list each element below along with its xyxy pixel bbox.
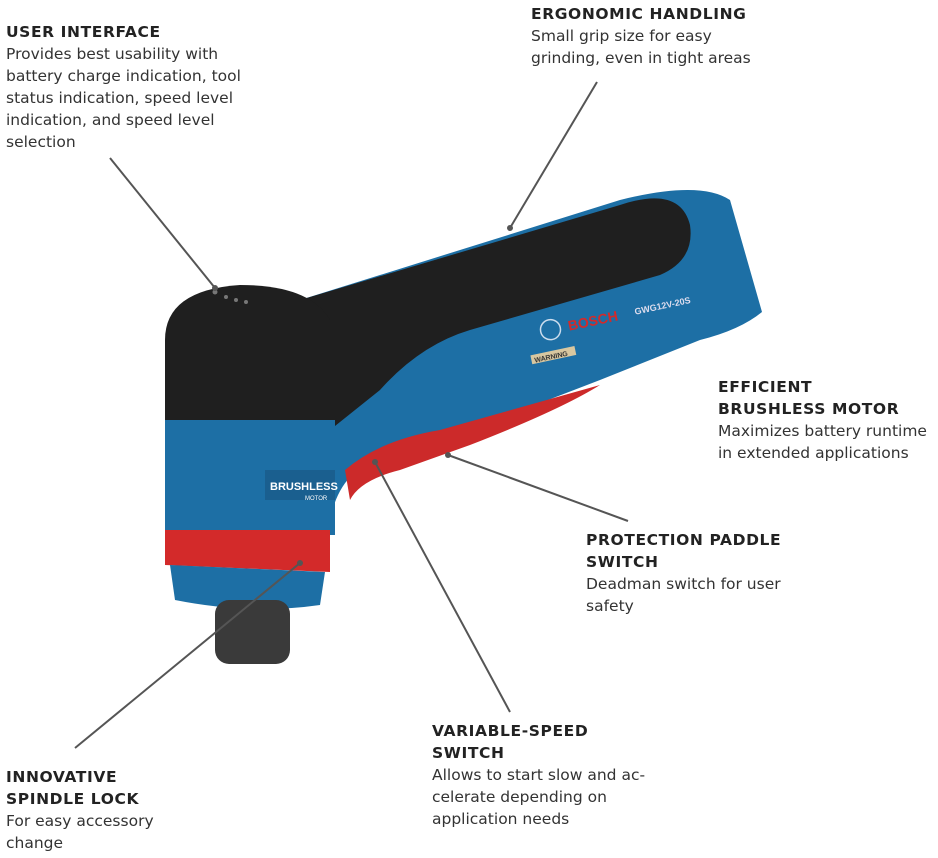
leader-ergonomic: [509, 81, 598, 229]
callout-paddle: PROTECTION PADDLE SWITCH Deadman switch …: [586, 529, 781, 617]
leader-speed: [374, 461, 511, 713]
callout-title: SPINDLE LOCK: [6, 790, 140, 808]
callout-spindle: INNOVATIVE SPINDLE LOCK For easy accesso…: [6, 766, 154, 854]
callout-title: ERGONOMIC HANDLING: [531, 5, 747, 23]
callout-title: EFFICIENT: [718, 378, 813, 396]
callout-user-interface: USER INTERFACE Provides best usability w…: [6, 21, 241, 153]
callout-line: grinding, even in tight areas: [531, 49, 751, 67]
tool-red-ring: [165, 530, 330, 572]
callout-line: For easy accessory: [6, 812, 154, 830]
callout-line: Deadman switch for user: [586, 575, 781, 593]
callout-title: SWITCH: [586, 553, 659, 571]
leader-paddle: [447, 454, 629, 522]
callout-line: Allows to start slow and ac-: [432, 766, 646, 784]
callout-line: Provides best usability with: [6, 45, 219, 63]
callout-title: SWITCH: [432, 744, 505, 762]
callout-line: Maximizes battery runtime: [718, 422, 927, 440]
callout-line: indication, and speed level: [6, 111, 215, 129]
callout-line: safety: [586, 597, 634, 615]
callout-line: battery charge indication, tool: [6, 67, 241, 85]
callout-title: VARIABLE-SPEED: [432, 722, 589, 740]
tool-head-black: [165, 285, 330, 430]
callout-title: INNOVATIVE: [6, 768, 118, 786]
leader-spindle: [74, 562, 301, 749]
callout-line: change: [6, 834, 64, 852]
callout-line: celerate depending on: [432, 788, 607, 806]
bosch-logo-icon: [539, 318, 562, 341]
tool-underside-red: [345, 385, 600, 500]
callout-title: USER INTERFACE: [6, 23, 161, 41]
callout-line: status indication, speed level: [6, 89, 234, 107]
callout-title: PROTECTION PADDLE: [586, 531, 782, 549]
callout-line: Small grip size for easy: [531, 27, 712, 45]
callout-line: selection: [6, 133, 76, 151]
callout-title: BRUSHLESS MOTOR: [718, 400, 900, 418]
motor-badge: MOTOR: [305, 496, 328, 502]
callout-motor: EFFICIENT BRUSHLESS MOTOR Maximizes batt…: [718, 376, 927, 464]
ui-dots: [212, 289, 248, 304]
callout-ergonomic: ERGONOMIC HANDLING Small grip size for e…: [531, 3, 751, 69]
brushless-badge: BRUSHLESS: [270, 481, 338, 493]
tool-motor-housing: [165, 420, 335, 535]
leader-user-interface: [109, 157, 216, 289]
callout-line: application needs: [432, 810, 570, 828]
leader-lines: [74, 81, 629, 749]
tool-spindle: [215, 600, 290, 664]
callout-speed: VARIABLE-SPEED SWITCH Allows to start sl…: [432, 720, 645, 830]
tool-grip-black: [300, 198, 691, 430]
callout-line: in extended applications: [718, 444, 909, 462]
